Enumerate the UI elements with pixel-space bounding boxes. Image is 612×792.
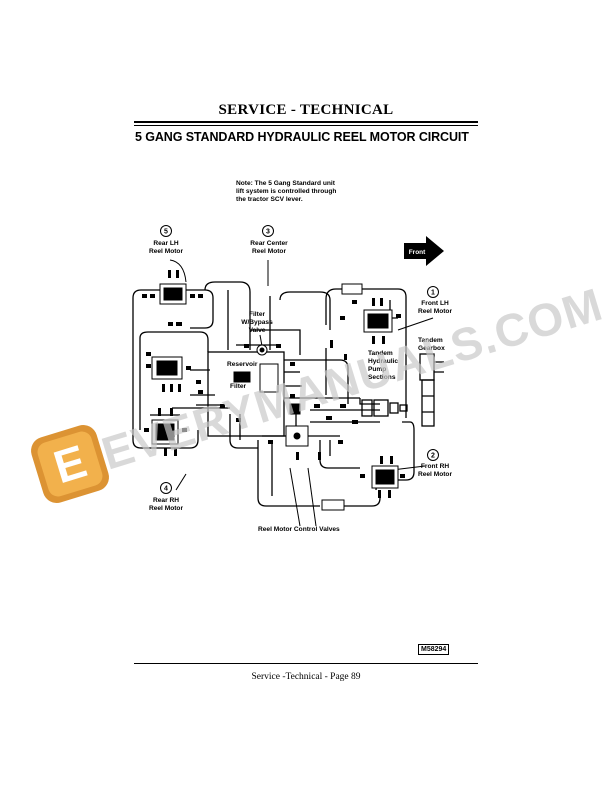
reservoir-label: Reservoir: [226, 361, 259, 369]
callout-circles: [160, 225, 439, 494]
footer-rule: [134, 663, 478, 664]
callout-4-label: Rear RH Reel Motor: [148, 497, 184, 512]
tandem-gearbox-label: Tandem Gearbox: [418, 337, 445, 352]
callout-3-label: Rear Center Reel Motor: [250, 240, 288, 255]
callout-5-number: 5: [164, 229, 168, 236]
callout-1-label: Front LH Reel Motor: [417, 300, 453, 315]
page-header-title: SERVICE - TECHNICAL: [218, 102, 394, 118]
front-label: Front: [409, 249, 426, 256]
callout-1-circle: [427, 286, 439, 298]
hydraulic-lines: [132, 259, 444, 527]
callout-2-circle: [427, 449, 439, 461]
reel-motors: [151, 283, 399, 511]
callout-5-label: Rear LH Reel Motor: [148, 240, 184, 255]
callout-5-circle: [160, 225, 172, 237]
fittings: [142, 270, 405, 498]
callout-1-number: 1: [431, 290, 435, 297]
header-rule-thick: [134, 121, 478, 123]
callout-4-circle: [160, 482, 172, 494]
callout-2-label: Front RH Reel Motor: [417, 463, 453, 478]
diagram-note: Note: The 5 Gang Standard unit lift syst…: [236, 180, 337, 203]
reel-motor-control-valves-label: Reel Motor Control Valves: [258, 526, 340, 533]
filter-icon: [233, 371, 251, 383]
front-arrow-icon: [404, 236, 444, 266]
header-rule-thin: [134, 125, 478, 126]
callout-numbers: 5 3 1 2 4: [164, 229, 435, 493]
callout-2-number: 2: [431, 453, 435, 460]
callout-3-circle: [262, 225, 274, 237]
filter-bypass-valve-label: Filter W/Bypass Valve: [241, 311, 273, 334]
page-footer: Service -Technical - Page 89: [251, 672, 361, 682]
callout-3-number: 3: [266, 229, 270, 236]
tandem-pump-label: Tandem Hydraulic Pump Sections: [368, 350, 399, 381]
figure-reference: M58294: [418, 644, 450, 655]
callout-4-number: 4: [164, 486, 168, 493]
filter-label: Filter: [230, 383, 247, 390]
section-title: 5 GANG STANDARD HYDRAULIC REEL MOTOR CIR…: [135, 130, 469, 144]
